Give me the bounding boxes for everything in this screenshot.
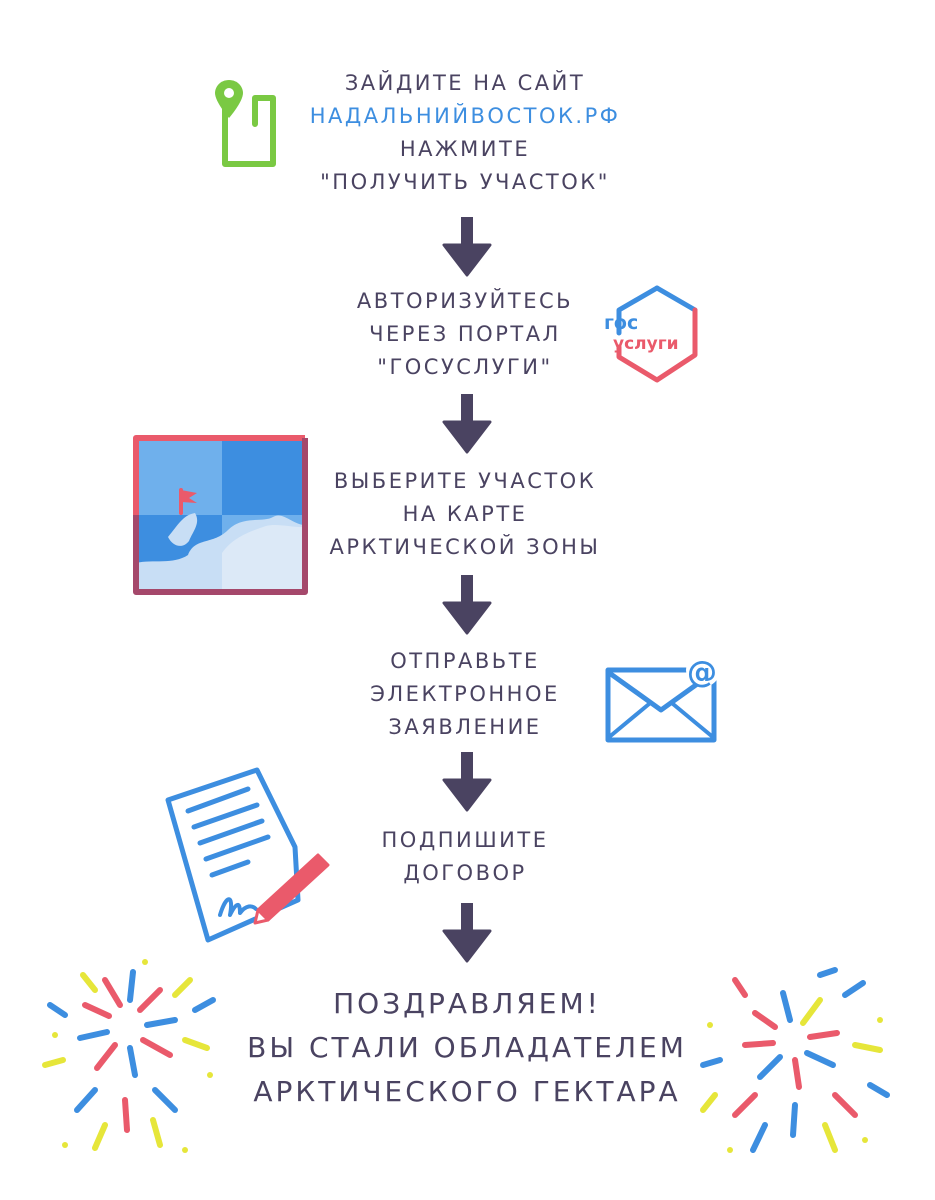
step-4-line-2: электронное [370,682,560,706]
step-4-line-1: Отправьте [390,649,540,673]
step-5-text: Подпишите договор [265,824,665,890]
step-3-text: Выберите участок на карте арктической зо… [265,465,665,564]
gosuslugi-logo-top: гос [604,312,638,334]
arrow-down-icon [442,575,492,635]
arctic-map-icon [133,435,308,595]
gosuslugi-logo-bottom: услуги [613,334,679,354]
step-3-line-2: на карте [402,502,528,526]
step-2-line-2: через портал [369,322,561,346]
step-2-text: Авторизуйтесь через портал "Госуслуги" [265,285,665,384]
step-2-line-3: "Госуслуги" [377,355,553,379]
step-1-text: Зайдите на сайт надальнийвосток.рф нажми… [265,67,665,199]
svg-text:@: @ [687,655,717,690]
step-2-line-1: Авторизуйтесь [356,289,574,313]
congratulations-text: Поздравляем! Вы стали обладателем арктич… [167,982,767,1114]
step-4-line-3: заявление [388,715,542,739]
final-line-2: Вы стали обладателем [247,1031,687,1064]
site-link[interactable]: надальнийвосток.рф [309,104,621,128]
final-line-1: Поздравляем! [333,987,601,1020]
email-envelope-icon: @ [605,653,720,743]
step-1-line-3: нажмите [399,137,531,161]
land-plot-pin-icon [215,80,276,167]
contract-signature-icon [165,767,330,943]
fireworks-right-icon [700,967,890,1153]
step-5-line-2: договор [403,861,527,885]
step-4-text: Отправьте электронное заявление [265,645,665,744]
arrow-down-icon [442,217,492,277]
step-1-line-4: "получить участок" [320,170,610,194]
step-3-line-1: Выберите участок [333,469,597,493]
arrow-down-icon [442,394,492,454]
arrow-down-icon [442,903,492,963]
gosuslugi-logo-icon: гос услуги [604,285,698,383]
step-3-line-3: арктической зоны [329,535,601,559]
fireworks-left-icon [42,959,216,1153]
step-1-line-1: Зайдите на сайт [344,71,586,95]
final-line-3: арктического гектара [253,1075,681,1108]
step-5-line-1: Подпишите [381,828,549,852]
arrow-down-icon [442,752,492,812]
